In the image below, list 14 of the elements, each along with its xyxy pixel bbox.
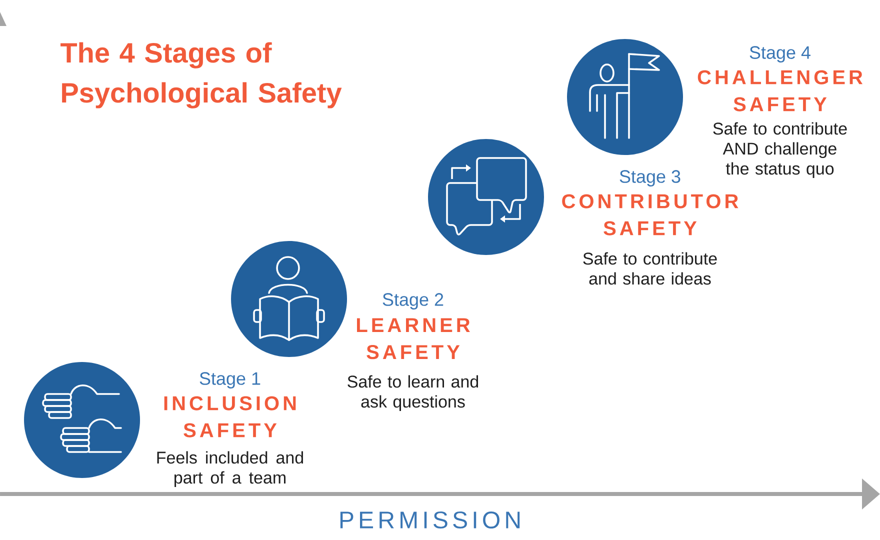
stage-number: Stage 2 [382, 293, 444, 310]
stage-description: Feels included and part of a team [157, 451, 303, 488]
stage-title: INCLUSION SAFETY [164, 396, 296, 438]
stage-title: LEARNER SAFETY [357, 318, 470, 360]
stage-title: CONTRIBUTOR SAFETY [562, 194, 738, 236]
axis-label: PERMISSION [340, 512, 520, 528]
stage-title: CHALLENGER SAFETY [698, 70, 863, 112]
stage-description: Safe to contribute and share ideas [583, 252, 717, 285]
stage-description: Safe to contribute AND challenge the status quo [713, 122, 847, 178]
stage-number: Stage 1 [200, 372, 260, 388]
stage-description: Safe to learn and ask questions [348, 375, 478, 412]
stage-number: Stage 4 [750, 46, 810, 62]
title: The 4 Stages of Psychological Safety [60, 42, 342, 108]
stage-number: Stage 3 [620, 170, 680, 186]
